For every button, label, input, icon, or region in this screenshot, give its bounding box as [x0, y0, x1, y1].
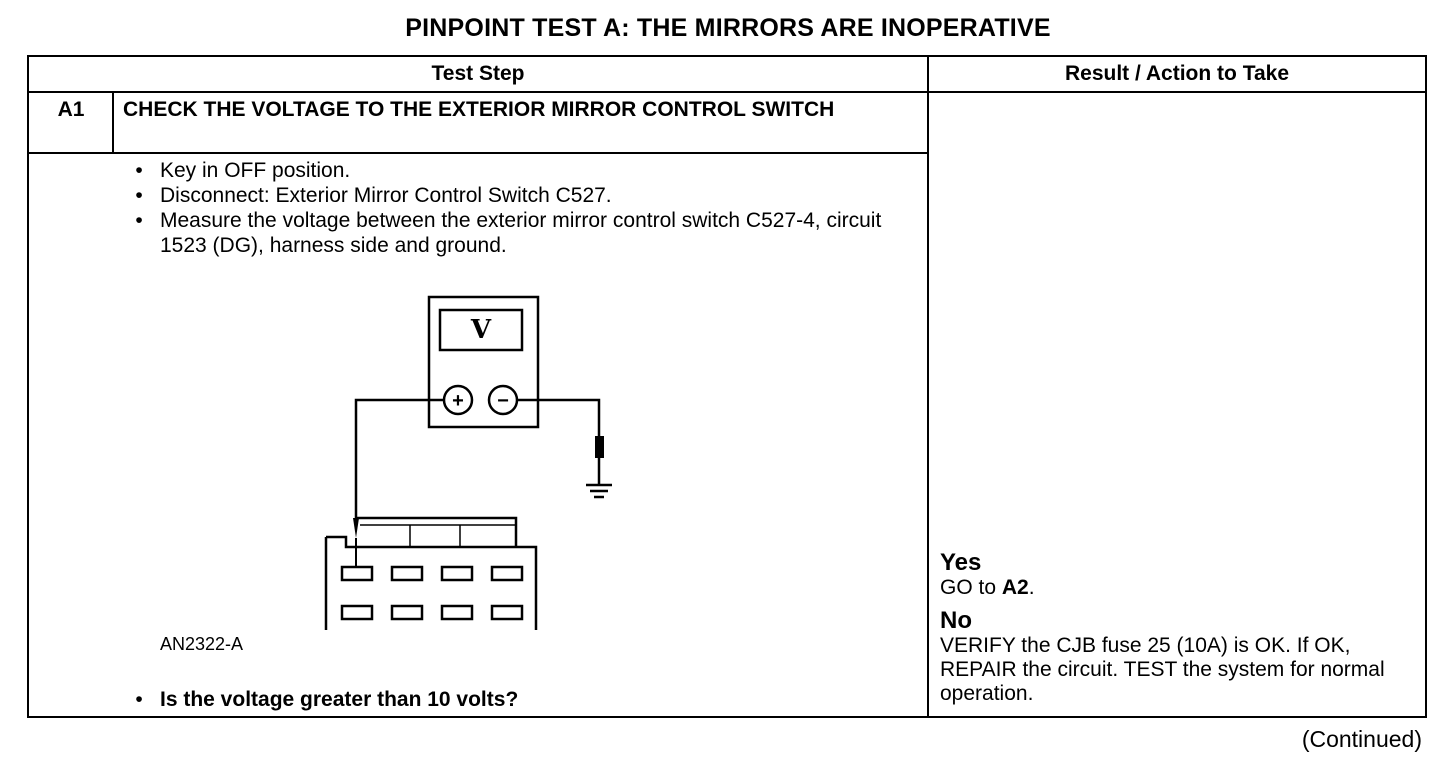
- step-question: •Is the voltage greater than 10 volts?: [135, 688, 519, 711]
- plus-terminal: +: [452, 390, 464, 412]
- result-section: Yes GO to A2. No VERIFY the CJB fuse 25 …: [940, 550, 1420, 706]
- voltmeter-icon: V + −: [427, 295, 540, 429]
- step-title-divider: [27, 152, 928, 154]
- step-title: CHECK THE VOLTAGE TO THE EXTERIOR MIRROR…: [123, 98, 835, 121]
- pinpoint-test-table: [27, 55, 1427, 718]
- continued-note: (Continued): [1301, 726, 1422, 752]
- result-yes-action: GO to A2.: [940, 576, 1035, 599]
- connector-icon: [324, 516, 538, 630]
- column-header-test-step: Test Step: [431, 62, 525, 85]
- header-divider: [27, 91, 1427, 93]
- step-id: A1: [57, 98, 85, 121]
- page-title: PINPOINT TEST A: THE MIRRORS ARE INOPERA…: [405, 14, 1051, 42]
- result-no-action: VERIFY the CJB fuse 25 (10A) is OK. If O…: [940, 634, 1385, 705]
- step-id-divider: [112, 92, 114, 154]
- step-instructions: •Key in OFF position. •Disconnect: Exter…: [118, 158, 918, 258]
- step-link[interactable]: A2: [1001, 576, 1029, 599]
- minus-terminal: −: [497, 390, 509, 412]
- column-divider: [927, 55, 929, 718]
- list-item: •Key in OFF position.: [135, 159, 351, 182]
- probe-icon: [595, 436, 604, 485]
- figure-id: AN2322-A: [160, 634, 244, 654]
- list-item: •Disconnect: Exterior Mirror Control Swi…: [135, 184, 612, 207]
- voltmeter-diagram: V + −: [324, 295, 612, 630]
- result-no-label: No: [940, 607, 972, 634]
- list-item: •Measure the voltage between the exterio…: [135, 209, 882, 257]
- meter-symbol: V: [470, 315, 492, 345]
- ground-symbol-icon: [586, 483, 612, 499]
- result-yes-label: Yes: [940, 549, 982, 576]
- column-header-result: Result / Action to Take: [1064, 62, 1290, 85]
